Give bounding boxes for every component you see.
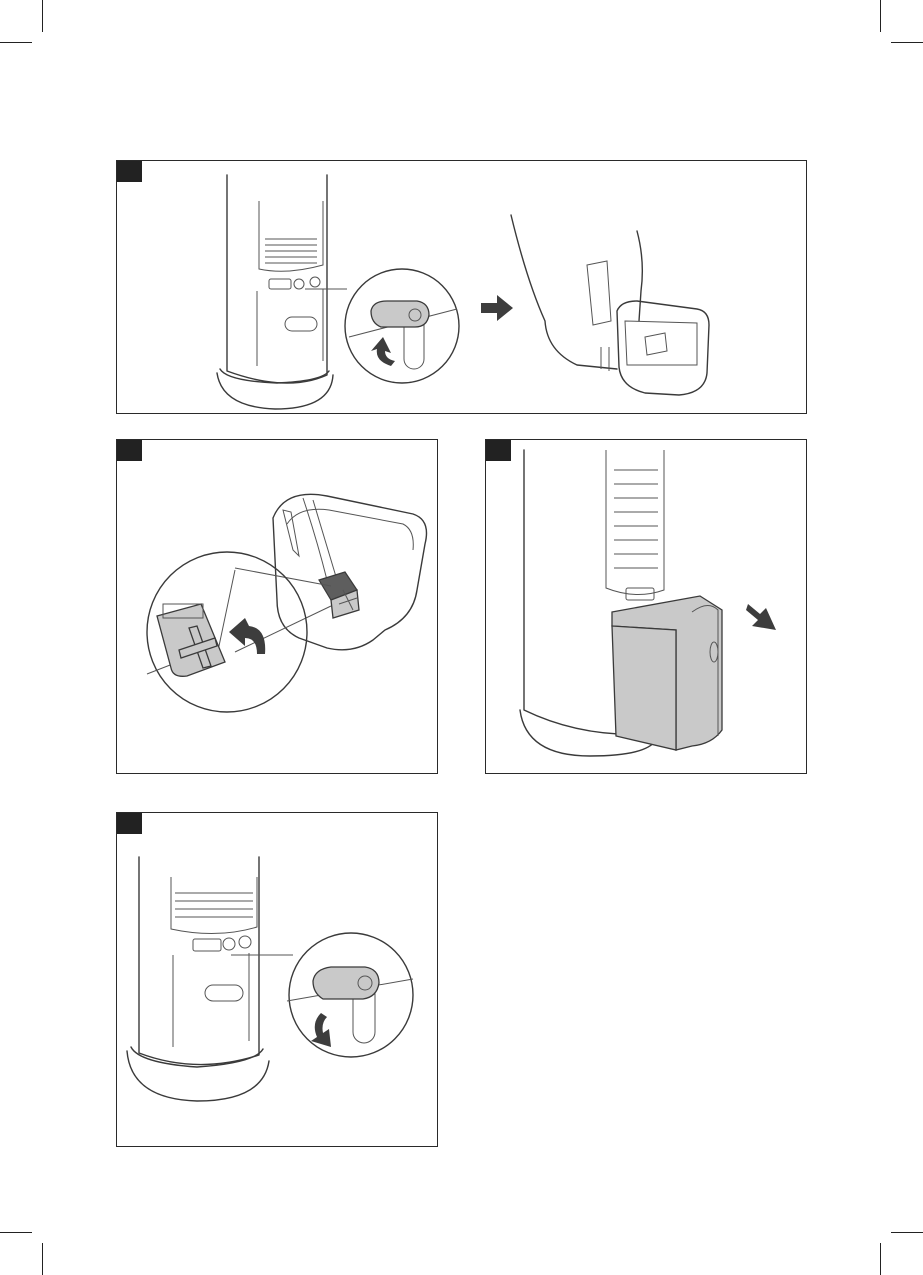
crop-mark <box>0 1232 32 1233</box>
drain-knob-icon <box>349 301 457 369</box>
crop-mark <box>891 1232 923 1233</box>
right-arrow-icon <box>481 295 513 321</box>
crop-mark <box>880 0 881 32</box>
water-tank-icon <box>511 215 709 395</box>
panel-3 <box>485 439 807 774</box>
tank-removal-icon <box>612 596 722 750</box>
panel-2 <box>116 439 438 774</box>
rotate-counterclockwise-icon <box>229 618 265 654</box>
crop-mark <box>42 1243 43 1275</box>
crop-mark <box>0 42 32 43</box>
down-right-arrow-icon <box>746 604 776 630</box>
rotate-up-arrow-icon <box>371 337 395 366</box>
rotate-down-arrow-icon <box>311 1013 331 1047</box>
tower-unit-icon <box>127 857 269 1101</box>
crop-mark <box>42 0 43 32</box>
float-valve-icon <box>319 572 359 618</box>
crop-mark <box>880 1243 881 1275</box>
tower-unit-icon <box>217 175 333 409</box>
panel-1 <box>116 160 807 414</box>
crop-mark <box>891 42 923 43</box>
panel-4 <box>116 812 438 1147</box>
water-tank-open-icon <box>273 494 427 649</box>
float-valve-detail-icon <box>147 570 235 676</box>
drain-knob-icon <box>287 967 413 1043</box>
